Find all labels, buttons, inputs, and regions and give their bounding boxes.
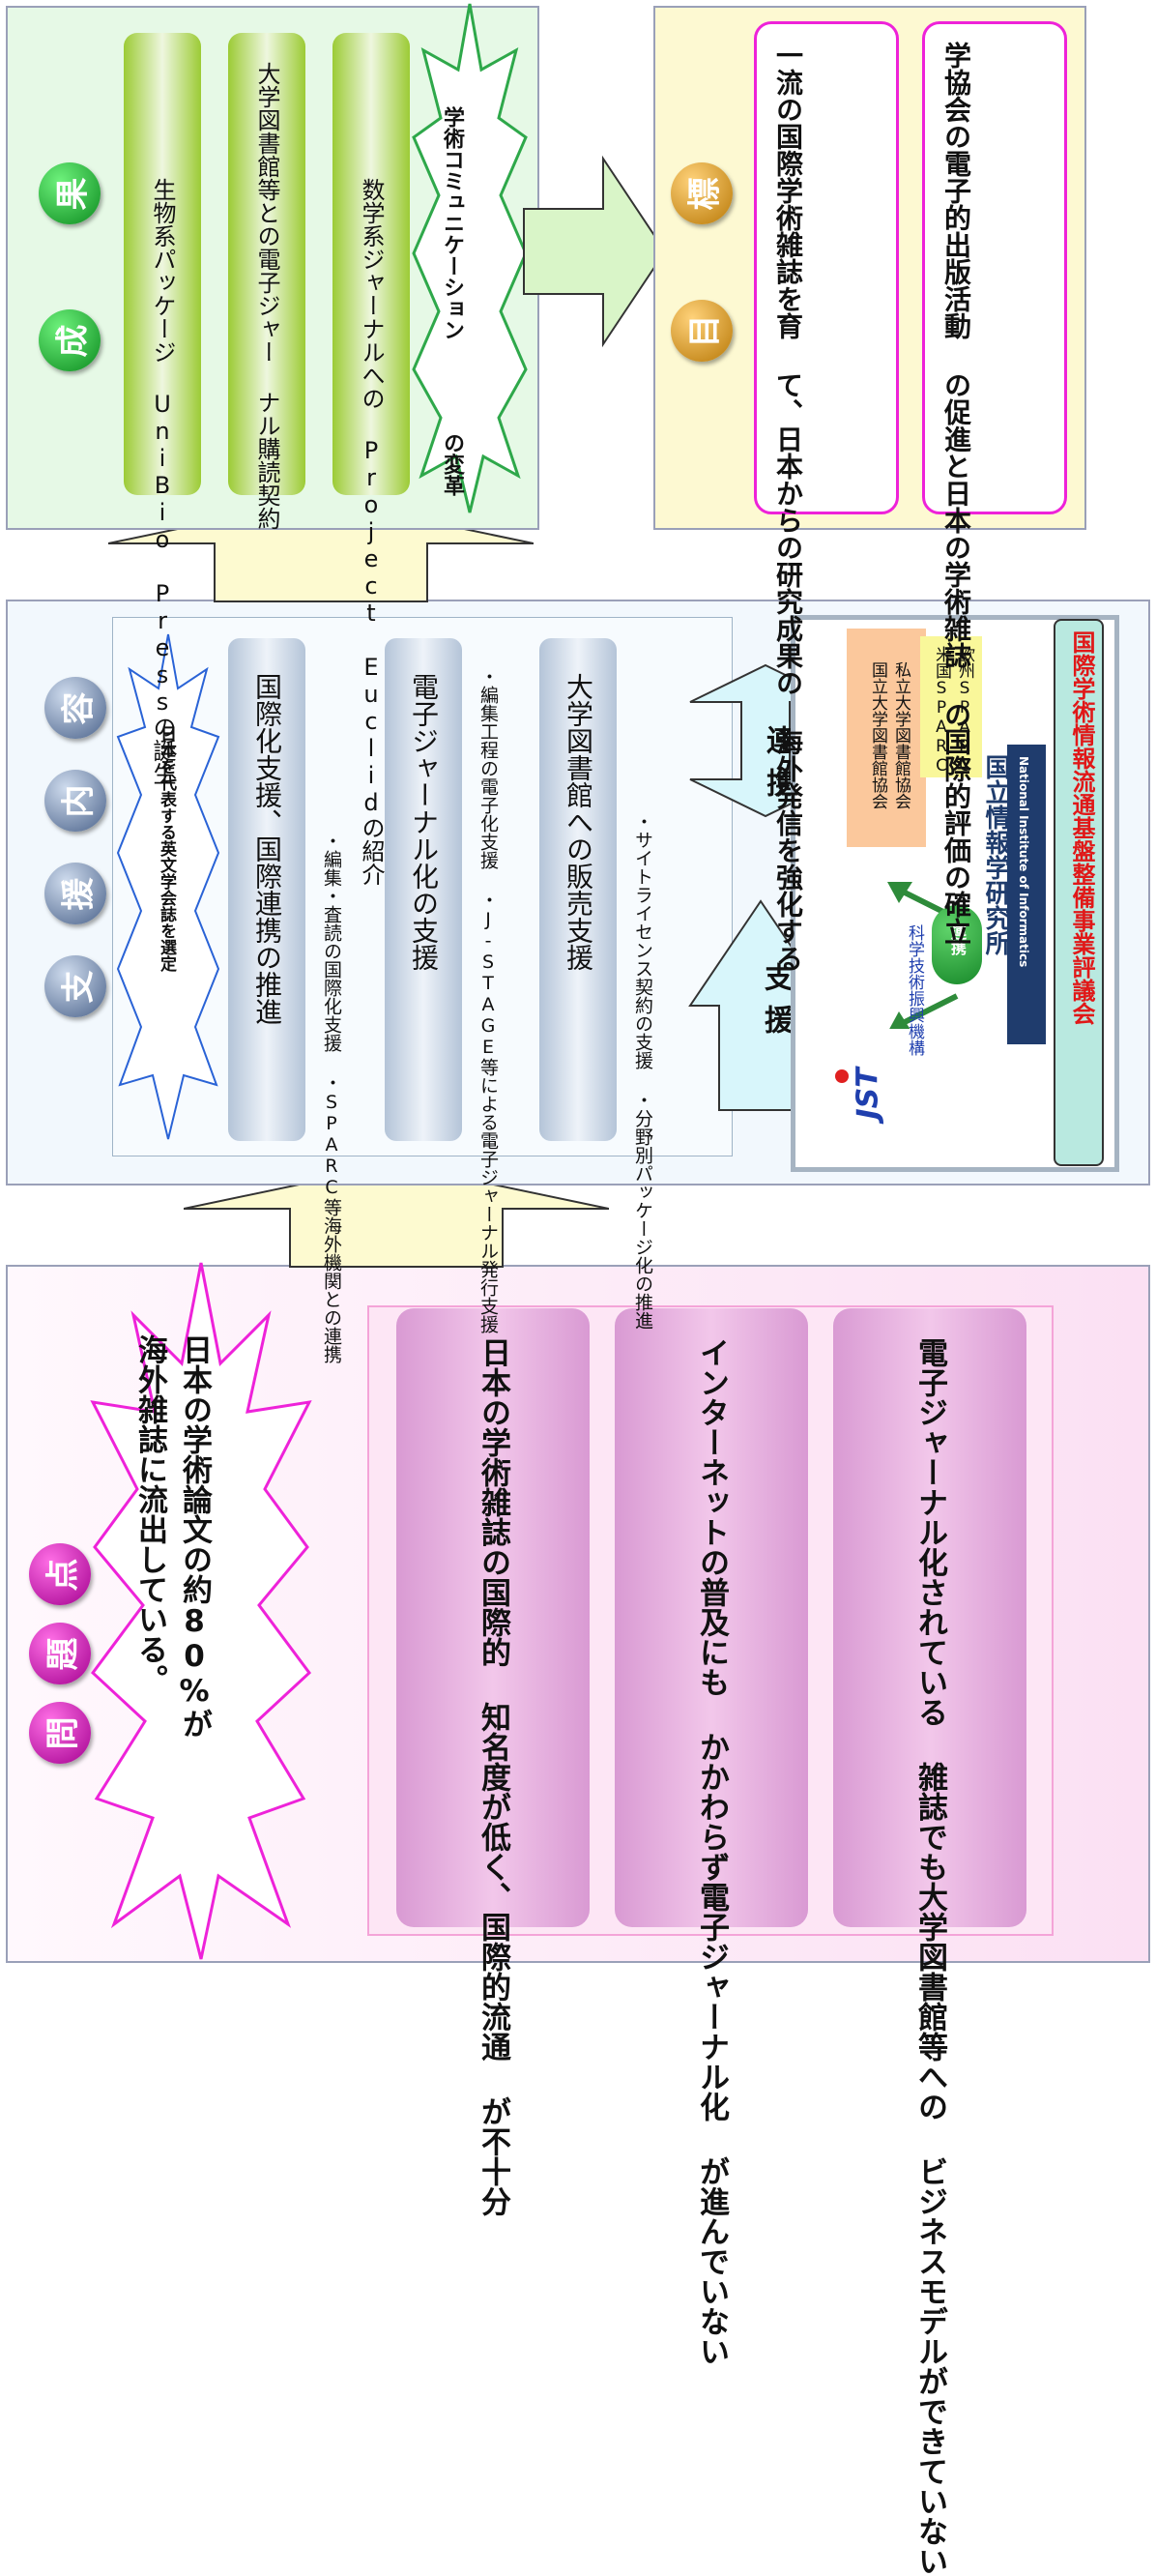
result-item-3-line-1: 数学系ジャーナルへの	[358, 178, 385, 410]
goal-item-1-line-1: 一流の国際学術雑誌を育	[772, 42, 804, 339]
nii-band	[1007, 745, 1046, 1044]
council-box	[1054, 619, 1104, 1166]
support-badge-4: 支	[44, 955, 106, 1017]
result-item-3-line-2: Project Euclidの紹介	[358, 437, 385, 886]
result-item-1: 生物系パッケージ UniBio Pressの誕生	[124, 33, 201, 785]
problem-item-3: 電子ジャーナル化されている 雑誌でも大学図書館等への ビジネスモデルができていな…	[833, 1308, 1026, 2576]
goal-item-2-line-3: の国際的評価の確立	[940, 701, 972, 945]
support-item-1-note-2: ・SPARC等海外機関との連携	[321, 1073, 342, 1363]
support-burst-text: 日本を代表する英文学会誌を選定	[157, 725, 176, 972]
support-item-1-note-1: ・編集・査読の国際化支援	[321, 832, 342, 1052]
result-burst-text: 学術コミュニケーション の変革	[437, 106, 466, 496]
result-burst-line-1: 学術コミュニケーション	[440, 106, 464, 340]
arrow-problem-to-support	[184, 1162, 609, 1268]
problem-item-2-line-2: かかわらず電子ジャーナル化	[694, 1732, 729, 2122]
support-item-3-note-2: ・分野別パッケージ化の推進	[632, 1091, 653, 1330]
goal-badge-2: 目	[671, 300, 733, 362]
assoc-2: 私立大学図書館協会	[891, 661, 910, 809]
problem-item-3-line-1: 電子ジャーナル化されている	[912, 1337, 947, 1727]
problem-item-2: インターネットの普及にも かかわらず電子ジャーナル化 が進んでいない	[615, 1308, 808, 2366]
sparc-us: 米国SPARC	[932, 646, 951, 776]
support-badge-1: 容	[44, 677, 106, 739]
nii-name: 国立情報学研究所	[981, 754, 1010, 955]
jst-red-dot	[835, 1069, 849, 1083]
goal-badge-1: 標	[671, 162, 733, 224]
support-item-1-pill: 国際化支援、国際連携の推進	[228, 638, 305, 1141]
assoc-box	[847, 629, 926, 847]
result-burst-line-2: の変革	[440, 432, 464, 496]
goal-item-2-line-1: 学協会の電子的出版活動	[940, 42, 972, 339]
support-item-2-notes: ・編集工程の電子化支援 ・J-STAGE等による電子ジャーナル発行支援	[476, 667, 501, 1333]
support-item-3-notes: ・サイトライセンス契約の支援 ・分野別パッケージ化の推進	[630, 812, 655, 1330]
goal-item-2-line-2: の促進と日本の学術雑誌	[940, 371, 972, 669]
problem-item-3-line-2: 雑誌でも大学図書館等への	[912, 1762, 947, 2122]
problem-burst-line-2: 海外雑誌に流出している。	[132, 1334, 167, 1694]
problem-item-1-line-1: 日本の学術雑誌の国際的	[476, 1337, 510, 1667]
support-item-2-note-2: ・J-STAGE等による電子ジャーナル発行支援	[477, 891, 499, 1333]
problem-badge-1: 点	[29, 1543, 91, 1605]
support-item-3-title: 大学図書館への販売支援	[563, 673, 594, 971]
problem-item-2-line-3: が進んでいない	[694, 2156, 729, 2366]
arrow-support-label: 支援	[759, 962, 793, 1047]
arrow-partner-label: 連携	[761, 725, 795, 810]
problem-burst-text: 日本の学術論文の約80%が 海外雑誌に流出している。	[128, 1334, 217, 1915]
goal-item-2: 学協会の電子的出版活動 の促進と日本の学術雑誌 の国際的評価の確立	[922, 21, 1067, 945]
support-item-1-title: 国際化支援、国際連携の推進	[251, 673, 283, 1025]
problem-burst-line-1: 日本の学術論文の約80%が	[177, 1334, 212, 1739]
council-name: 国際学術情報流通基盤整備事業評議会	[1068, 630, 1095, 1025]
assoc-1: 国立大学図書館協会	[868, 661, 887, 809]
support-item-2-note-1: ・編集工程の電子化支援	[477, 667, 499, 869]
problem-burst	[90, 1262, 312, 1960]
support-burst	[116, 633, 220, 1140]
support-item-1-notes: ・編集・査読の国際化支援 ・SPARC等海外機関との連携	[319, 832, 344, 1363]
link-label: 連携	[948, 924, 967, 955]
sparc-box	[920, 636, 982, 777]
result-item-2-line-1: 大学図書館等との電子ジャー	[253, 62, 280, 364]
result-item-3: 数学系ジャーナルへの Project Euclidの紹介	[332, 33, 410, 886]
result-item-1-line-2: UniBio Pressの誕生	[149, 391, 176, 785]
problem-item-3-line-3: ビジネスモデルができていない	[912, 2156, 947, 2576]
result-burst	[412, 3, 528, 513]
goal-item-1-line-2: て、日本からの研究成果の	[772, 371, 804, 696]
sparc-eu: 欧州SPARC	[955, 646, 974, 776]
problem-badge-3: 問	[29, 1702, 91, 1764]
problem-item-1: 日本の学術雑誌の国際的 知名度が低く、国際的流通 が不十分	[396, 1308, 590, 2216]
result-item-2-line-2: ナル購読契約	[253, 391, 280, 530]
goal-item-1: 一流の国際学術雑誌を育 て、日本からの研究成果の 海外発信を強化する	[754, 21, 899, 972]
support-item-2-title: 電子ジャーナル化の支援	[408, 673, 440, 971]
problem-item-2-line-1: インターネットの普及にも	[694, 1337, 729, 1697]
result-badge-1: 果	[39, 162, 101, 224]
problem-badge-2: 題	[29, 1623, 91, 1684]
support-badge-3: 援	[44, 863, 106, 924]
goal-item-1-line-3: 海外発信を強化する	[772, 728, 804, 972]
nii-en: National Institute of Informatics	[1017, 756, 1030, 968]
jst-name: 科学技術振興機構	[905, 924, 924, 1056]
link-badge	[932, 905, 982, 984]
support-item-2-pill: 電子ジャーナル化の支援	[385, 638, 462, 1141]
result-item-2: 大学図書館等との電子ジャー ナル購読契約	[228, 33, 305, 530]
support-badge-2: 内	[44, 770, 106, 832]
jst-logo	[833, 1029, 912, 1155]
result-badge-2: 成	[39, 309, 101, 371]
jst-logo-text: JST	[851, 1068, 885, 1120]
problem-item-1-line-3: が不十分	[476, 2096, 510, 2216]
problem-item-1-line-2: 知名度が低く、国際的流通	[476, 1702, 510, 2062]
support-item-3-note-1: ・サイトライセンス契約の支援	[632, 812, 653, 1069]
support-item-3-pill: 大学図書館への販売支援	[539, 638, 617, 1141]
result-item-1-line-1: 生物系パッケージ	[149, 178, 176, 364]
arrow-results-to-goals	[523, 155, 667, 348]
